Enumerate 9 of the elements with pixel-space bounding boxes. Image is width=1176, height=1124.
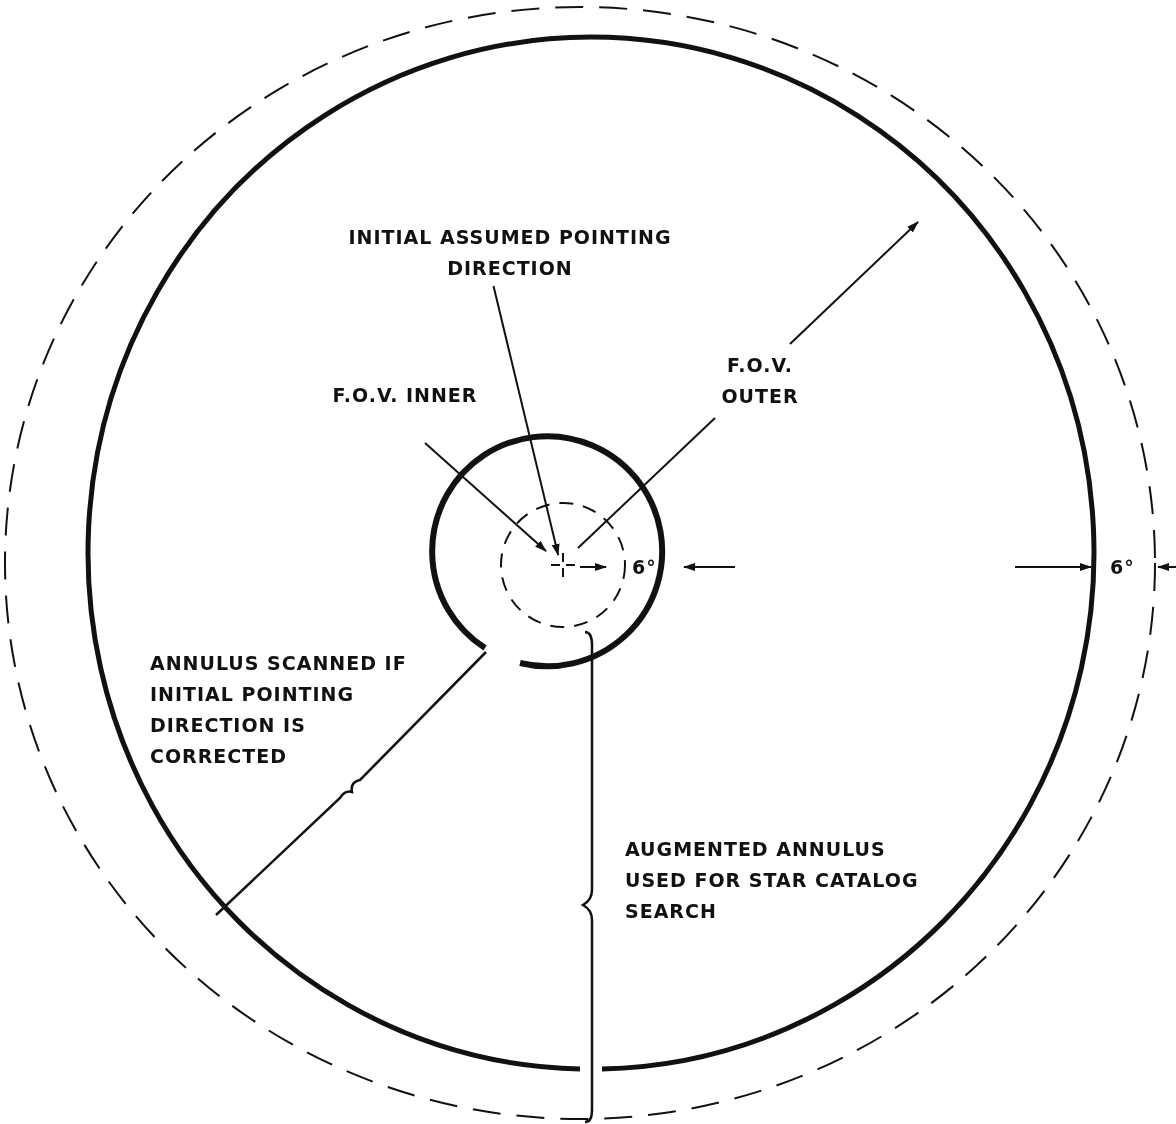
annotation-text: AUGMENTED ANNULUS USED FOR STAR CATALOG SEARCH bbox=[625, 837, 920, 924]
dimension-label: F.O.V. OUTER bbox=[720, 353, 800, 409]
dimension-label: F.O.V. INNER bbox=[331, 383, 479, 408]
angle-label: 6° bbox=[632, 555, 658, 580]
crosshair-icon bbox=[551, 553, 575, 577]
leader-line bbox=[492, 285, 560, 556]
annotation-text: INITIAL ASSUMED POINTING DIRECTION bbox=[345, 222, 675, 284]
angle-label: 6° bbox=[1110, 555, 1136, 580]
annotation-text: ANNULUS SCANNED IF INITIAL POINTING DIRECTION IS CORRECTED bbox=[150, 651, 408, 769]
